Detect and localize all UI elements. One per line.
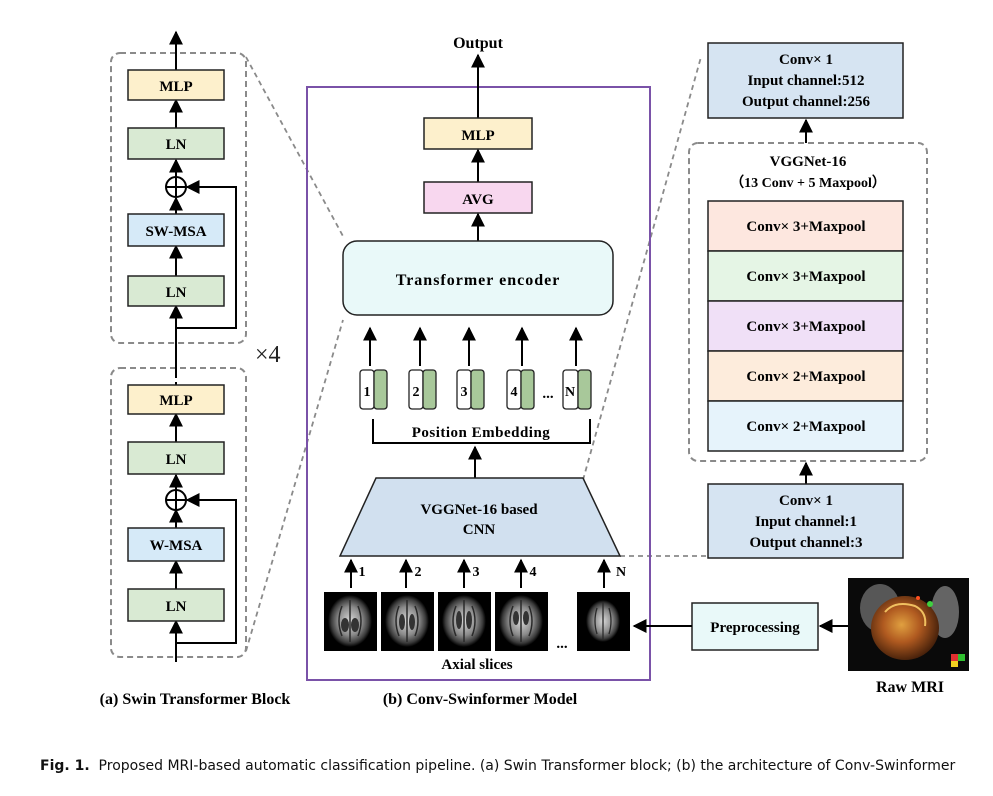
token-3: 3 <box>456 369 485 410</box>
caption-text: Proposed MRI-based automatic classificat… <box>98 758 956 774</box>
swin-lower-ln: LN <box>127 441 225 475</box>
slice-number: 4 <box>530 565 537 580</box>
token-2: 2 <box>408 369 437 410</box>
vgg-subtitle: （13 Conv + 5 Maxpool） <box>730 175 886 191</box>
preprocessing-box: Preprocessing <box>691 602 819 651</box>
slice-number: 2 <box>415 565 422 580</box>
repeat-label: ×4 <box>255 342 281 368</box>
svg-text:CNN: CNN <box>463 522 496 538</box>
vgg-layer: Conv× 3+Maxpool <box>707 200 904 252</box>
svg-text:SW-MSA: SW-MSA <box>145 224 206 240</box>
swin-block: MLP LN SW-MSA LN MLP LN W-MSA LN <box>100 30 291 708</box>
vgg-cnn-block: VGGNet-16 based CNN <box>338 477 622 557</box>
swin-lower-mlp: MLP <box>127 384 225 415</box>
token-n: N <box>562 369 592 410</box>
swin-block-label: (a) Swin Transformer Block <box>100 691 291 708</box>
zoom-connector <box>245 319 344 652</box>
transformer-encoder: Transformer encoder <box>342 240 614 316</box>
swin-upper-ln: LN <box>127 127 225 160</box>
raw-mri-label: Raw MRI <box>876 679 944 696</box>
swin-lower-ln-2: LN <box>127 588 225 622</box>
token-1: 1 <box>359 369 388 410</box>
swin-upper-ln-2: LN <box>127 275 225 307</box>
svg-text:MLP: MLP <box>159 79 192 95</box>
axial-slice-image <box>438 592 491 651</box>
svg-text:Conv× 2+Maxpool: Conv× 2+Maxpool <box>746 419 865 435</box>
svg-text:MLP: MLP <box>461 128 494 144</box>
bottom-conv-box: Conv× 1 Input channel:1 Output channel:3 <box>707 483 904 559</box>
svg-text:LN: LN <box>166 452 187 468</box>
svg-text:W-MSA: W-MSA <box>150 538 203 554</box>
svg-text:Conv× 1: Conv× 1 <box>779 493 833 509</box>
axial-slice-image <box>324 592 377 651</box>
axial-slice-image <box>495 592 548 651</box>
slice-number: 3 <box>473 565 480 580</box>
zoom-connector <box>582 56 702 481</box>
svg-text:LN: LN <box>166 599 187 615</box>
position-embedding-label: Position Embedding <box>412 425 551 441</box>
svg-text:N: N <box>565 385 575 400</box>
svg-text:4: 4 <box>511 385 518 400</box>
svg-text:AVG: AVG <box>462 192 494 208</box>
svg-text:Output channel:256: Output channel:256 <box>742 94 870 110</box>
svg-text:3: 3 <box>461 385 468 400</box>
svg-text:VGGNet-16 based: VGGNet-16 based <box>420 502 538 518</box>
svg-text:Input channel:512: Input channel:512 <box>747 73 864 89</box>
vgg-layer: Conv× 3+Maxpool <box>707 250 904 302</box>
slice-number: 1 <box>359 565 366 580</box>
axial-slice-image <box>577 592 630 651</box>
token-ellipsis: ... <box>542 386 554 402</box>
figure-caption: Fig. 1. Proposed MRI-based automatic cla… <box>40 758 955 774</box>
raw-mri-image <box>848 578 969 671</box>
vgg-title: VGGNet-16 <box>770 154 847 170</box>
svg-text:Conv× 3+Maxpool: Conv× 3+Maxpool <box>746 269 865 285</box>
swin-w-msa: W-MSA <box>127 527 225 562</box>
axial-slice-image <box>381 592 434 651</box>
token-4: 4 <box>506 369 535 410</box>
swin-sw-msa: SW-MSA <box>127 213 225 247</box>
vgg-detail: Conv× 1 Input channel:512 Output channel… <box>688 42 928 559</box>
output-label: Output <box>453 35 503 52</box>
svg-text:2: 2 <box>413 385 420 400</box>
vgg-layer: Conv× 2+Maxpool <box>707 400 904 452</box>
svg-text:Conv× 3+Maxpool: Conv× 3+Maxpool <box>746 219 865 235</box>
axial-slices-label: Axial slices <box>441 657 512 673</box>
svg-text:LN: LN <box>166 285 187 301</box>
vgg-frame <box>688 142 928 462</box>
model-mlp: MLP <box>423 117 533 150</box>
conv-swinformer: Output MLP AVG Transformer encoder 1 <box>306 35 651 708</box>
svg-text:Input channel:1: Input channel:1 <box>755 514 857 530</box>
slice-number: N <box>616 565 626 580</box>
svg-text:Preprocessing: Preprocessing <box>710 620 800 636</box>
svg-text:Transformer encoder: Transformer encoder <box>396 272 561 289</box>
swin-upper-mlp: MLP <box>127 69 225 101</box>
position-embedding-bracket <box>372 419 591 444</box>
svg-text:MLP: MLP <box>159 393 192 409</box>
svg-text:Conv× 2+Maxpool: Conv× 2+Maxpool <box>746 369 865 385</box>
svg-text:1: 1 <box>364 385 371 400</box>
svg-text:Conv× 1: Conv× 1 <box>779 52 833 68</box>
caption-prefix: Fig. 1. <box>40 758 90 774</box>
conv-swinformer-label: (b) Conv-Swinformer Model <box>383 691 578 708</box>
zoom-connector <box>245 56 345 239</box>
swin-lower-frame <box>110 367 247 658</box>
top-conv-box: Conv× 1 Input channel:512 Output channel… <box>707 42 904 119</box>
model-avg: AVG <box>423 181 533 214</box>
svg-text:Conv× 3+Maxpool: Conv× 3+Maxpool <box>746 319 865 335</box>
vgg-layer: Conv× 2+Maxpool <box>707 350 904 402</box>
vgg-layer: Conv× 3+Maxpool <box>707 300 904 352</box>
swin-upper-frame <box>110 52 247 344</box>
svg-text:Output channel:3: Output channel:3 <box>750 535 863 551</box>
svg-text:LN: LN <box>166 137 187 153</box>
slice-ellipsis: ... <box>556 636 568 652</box>
